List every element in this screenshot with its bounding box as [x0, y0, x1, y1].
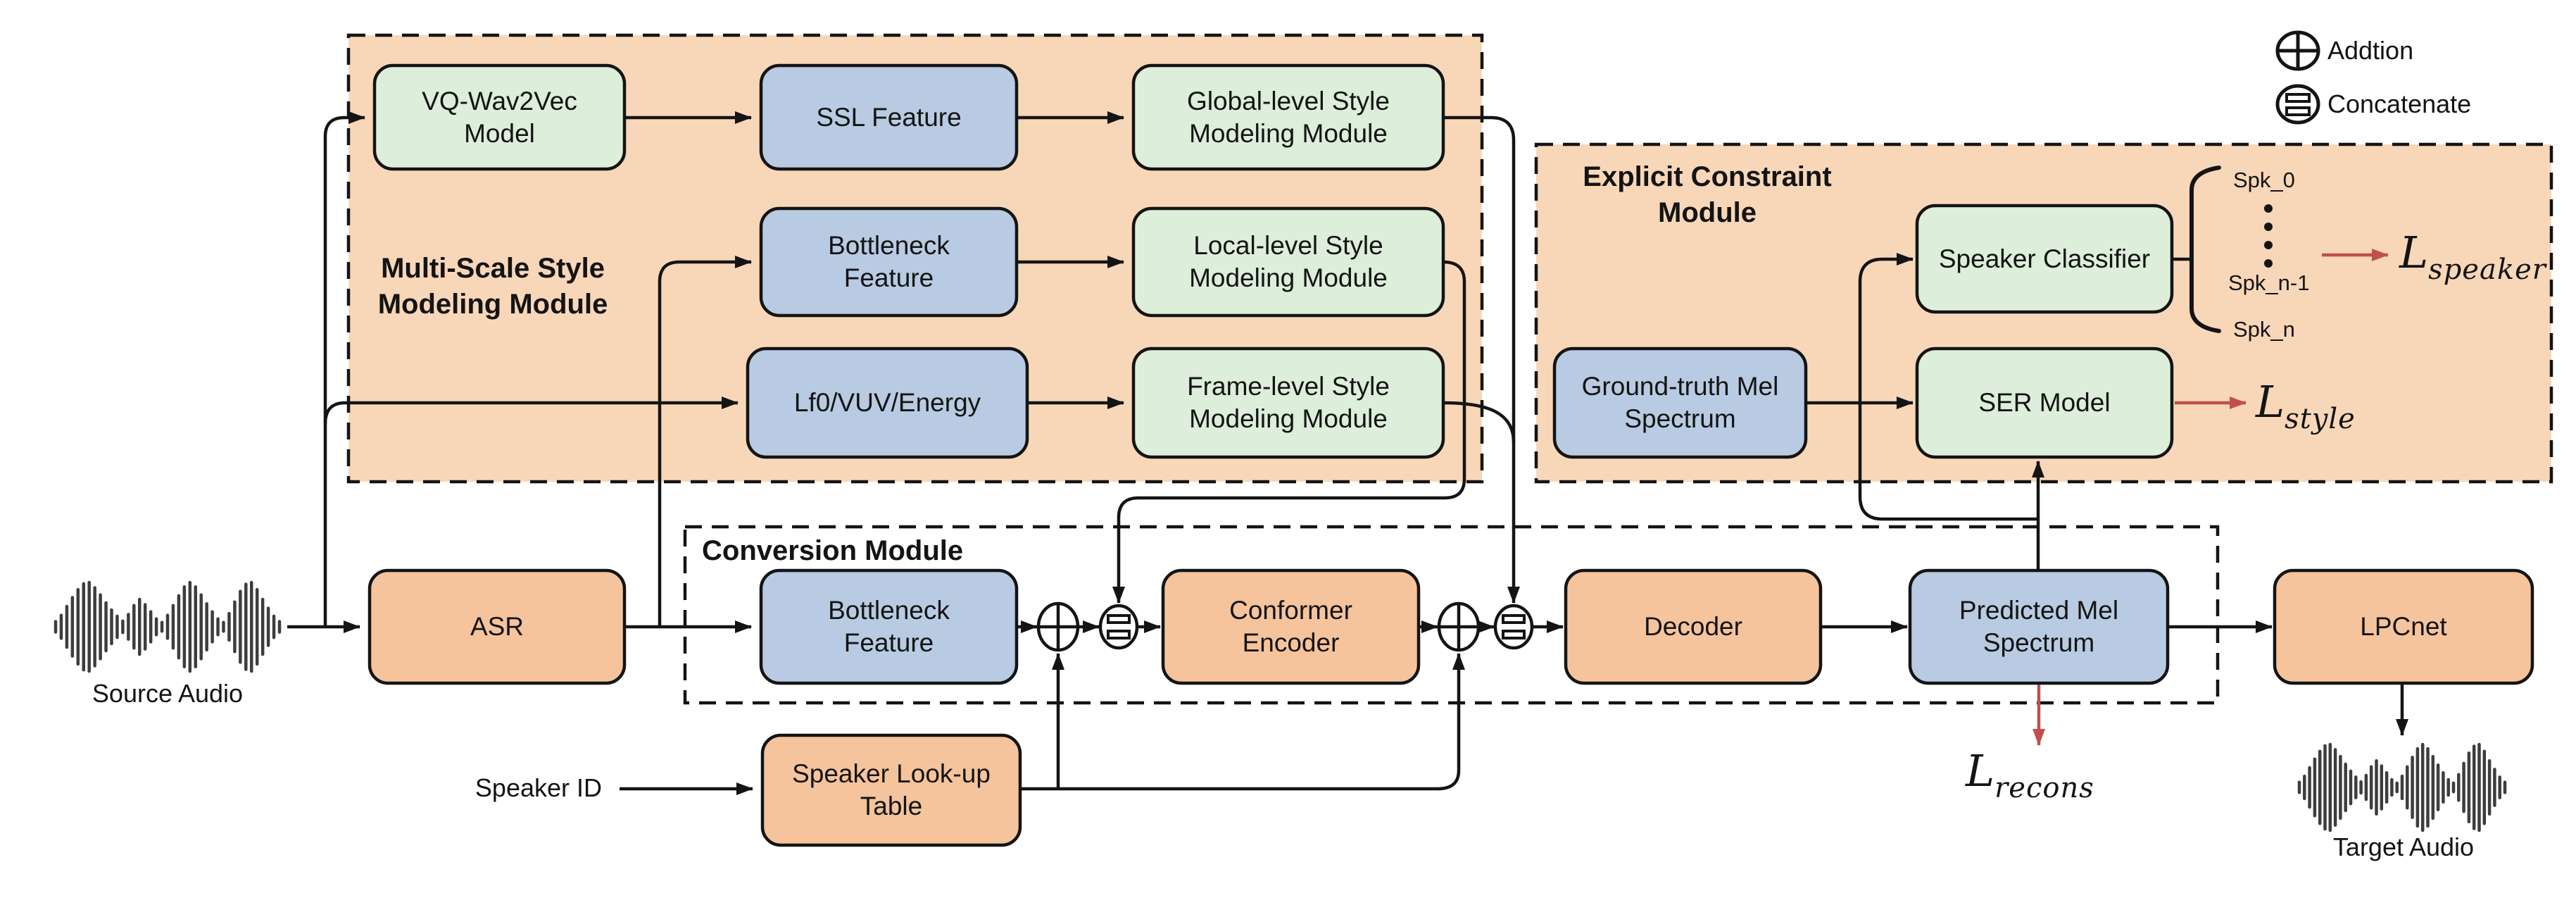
legend-symbols: [2275, 30, 2320, 125]
lf0-vuv-energy-box: [746, 347, 1029, 459]
connectors: [287, 111, 2408, 795]
speaker-output-bracket: [2189, 166, 2273, 333]
conformer-encoder-box: [1161, 568, 1421, 685]
edge-branch-to-lf0: [323, 397, 739, 425]
asr-box: [367, 568, 627, 685]
node-boxes: [367, 63, 2534, 847]
edge-riser-branch-to-speaker-classifier: [1858, 253, 2038, 521]
edge-global-to-concat2: [1443, 116, 1520, 604]
source-audio-waveform-icon: [54, 580, 282, 673]
lpcnet-box: [2273, 568, 2534, 685]
legend-addition-icon: [2275, 30, 2320, 71]
ssl-feature-box: [759, 63, 1019, 171]
bottleneck-ms-box: [759, 206, 1019, 318]
addition-symbol-1: [1036, 601, 1080, 652]
legend-concatenate-icon: [2275, 84, 2320, 125]
target-audio-waveform-icon: [2297, 742, 2507, 832]
decoder-box: [1564, 568, 1823, 685]
ground-truth-mel-box: [1552, 347, 1808, 459]
loss-arrows: [2032, 249, 2389, 746]
global-style-box: [1131, 63, 1445, 171]
local-style-box: [1131, 206, 1445, 318]
ser-model-box: [1915, 347, 2174, 459]
concatenate-symbol-2: [1493, 604, 1534, 650]
edge-branch-to-vq-wav2vec: [323, 111, 365, 627]
addition-symbol-2: [1437, 601, 1481, 652]
edge-frame-merge-to-concat2: [1443, 401, 1516, 443]
vq-wav2vec-box: [372, 63, 627, 171]
frame-style-box: [1131, 347, 1445, 459]
edge-local-wrap-to-concat1: [1112, 260, 1466, 604]
speaker-lut-box: [760, 733, 1022, 847]
vertical-ellipsis-icon: [2264, 204, 2273, 268]
edge-slt-to-add2: [1020, 653, 1465, 791]
concatenate-symbol-1: [1098, 604, 1139, 650]
edge-asr-branch-to-bottleneck-ms: [658, 256, 752, 627]
predicted-mel-box: [1908, 568, 2170, 685]
speaker-classifier-box: [1915, 204, 2174, 314]
operator-symbols: [1036, 601, 1534, 652]
conversion-module-box: [683, 525, 2220, 705]
module-containers: [346, 33, 2553, 705]
bottleneck-conv-box: [759, 568, 1019, 685]
